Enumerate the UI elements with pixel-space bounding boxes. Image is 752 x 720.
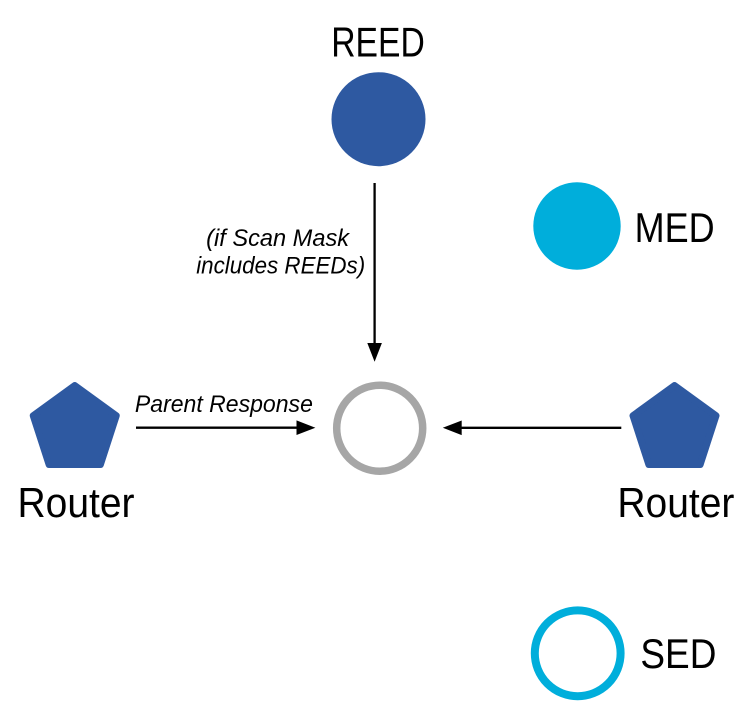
svg-text:(if Scan Mask: (if Scan Mask bbox=[206, 225, 351, 252]
svg-text:Router: Router bbox=[18, 479, 135, 526]
svg-text:SED: SED bbox=[640, 630, 716, 677]
svg-text:MED: MED bbox=[635, 204, 715, 251]
svg-text:Router: Router bbox=[617, 479, 734, 526]
svg-text:REED: REED bbox=[331, 19, 425, 66]
svg-text:Parent Response: Parent Response bbox=[135, 391, 313, 418]
svg-text:includes REEDs): includes REEDs) bbox=[196, 253, 365, 280]
